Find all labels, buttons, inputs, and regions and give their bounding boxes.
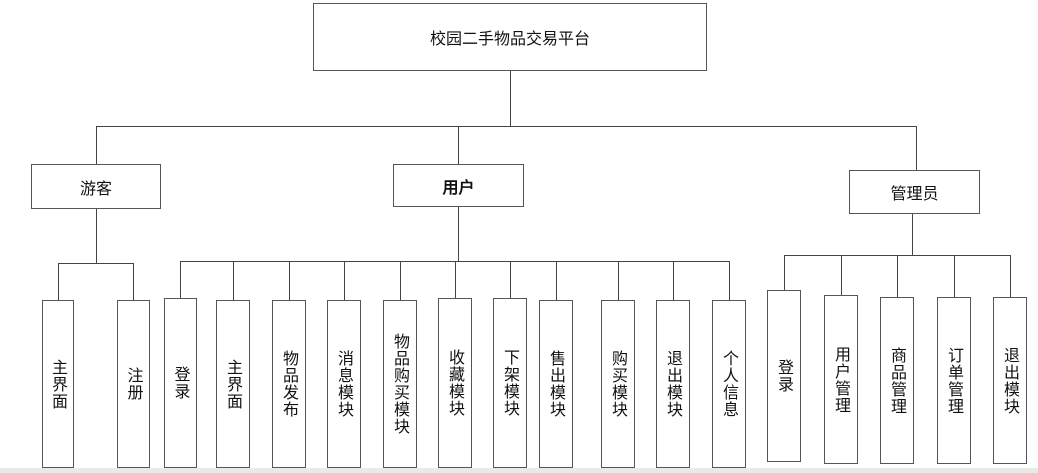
module-label: 退出模块 <box>1001 346 1020 415</box>
user-module: 主界面 <box>216 300 250 468</box>
user-module: 退出模块 <box>656 300 690 468</box>
guest-module: 注册 <box>117 300 150 468</box>
module-label: 商品管理 <box>888 346 907 415</box>
connector <box>556 261 558 300</box>
connector <box>344 261 346 300</box>
connector <box>510 261 512 298</box>
admin-module: 登录 <box>767 290 801 462</box>
connector <box>233 261 235 300</box>
module-label: 收藏模块 <box>446 349 465 417</box>
connector <box>1010 255 1012 297</box>
admin-module: 订单管理 <box>937 297 971 464</box>
module-label: 售出模块 <box>547 350 566 418</box>
connector <box>400 261 402 300</box>
module-label: 用户管理 <box>832 345 851 414</box>
connector <box>455 261 457 298</box>
module-label: 订单管理 <box>945 346 964 415</box>
root-label: 校园二手物品交易平台 <box>429 29 590 48</box>
module-label: 购买模块 <box>609 350 628 418</box>
user-module: 个人信息 <box>712 300 746 468</box>
user-module: 物品购买模块 <box>383 300 417 468</box>
user-module: 消息模块 <box>327 300 361 468</box>
module-label: 登录 <box>775 359 794 393</box>
connector <box>841 255 843 295</box>
module-label: 主界面 <box>49 358 68 410</box>
module-label: 个人信息 <box>720 350 739 418</box>
module-label: 登录 <box>171 366 191 400</box>
module-label: 注册 <box>124 367 144 401</box>
connector <box>912 214 914 255</box>
connector <box>58 263 60 300</box>
connector <box>58 263 134 265</box>
user-module: 登录 <box>164 298 197 468</box>
connector <box>618 261 620 300</box>
connector <box>458 126 460 164</box>
user-module: 售出模块 <box>539 300 573 468</box>
user-label: 用户 <box>442 177 475 197</box>
module-label: 物品购买模块 <box>391 333 410 435</box>
connector <box>673 261 675 300</box>
user-node: 用户 <box>393 164 524 207</box>
module-label: 物品发布 <box>280 350 299 418</box>
admin-module: 退出模块 <box>993 297 1027 464</box>
connector <box>133 263 135 300</box>
connector <box>897 255 899 297</box>
admin-module: 商品管理 <box>880 297 914 464</box>
guest-node: 游客 <box>31 164 161 209</box>
module-label: 退出模块 <box>664 350 683 418</box>
connector <box>729 261 731 300</box>
user-module: 物品发布 <box>272 300 306 468</box>
admin-module: 用户管理 <box>824 295 858 464</box>
connector <box>784 255 786 290</box>
connector <box>180 261 182 298</box>
guest-label: 游客 <box>79 178 112 198</box>
admin-label: 管理员 <box>890 184 939 203</box>
bottom-divider <box>0 468 1038 473</box>
user-module: 收藏模块 <box>438 298 472 468</box>
connector <box>289 261 291 300</box>
connector <box>954 255 956 297</box>
connector <box>96 126 917 128</box>
user-module: 下架模块 <box>493 298 527 468</box>
root-node: 校园二手物品交易平台 <box>313 3 707 71</box>
module-label: 下架模块 <box>501 349 520 417</box>
module-label: 主界面 <box>224 358 243 410</box>
guest-module: 主界面 <box>42 300 74 468</box>
connector <box>458 207 460 261</box>
module-label: 消息模块 <box>335 350 354 418</box>
connector <box>510 71 512 126</box>
connector <box>96 209 98 263</box>
admin-node: 管理员 <box>849 170 980 214</box>
connector <box>916 126 918 170</box>
user-module: 购买模块 <box>601 300 635 468</box>
connector <box>96 126 98 164</box>
